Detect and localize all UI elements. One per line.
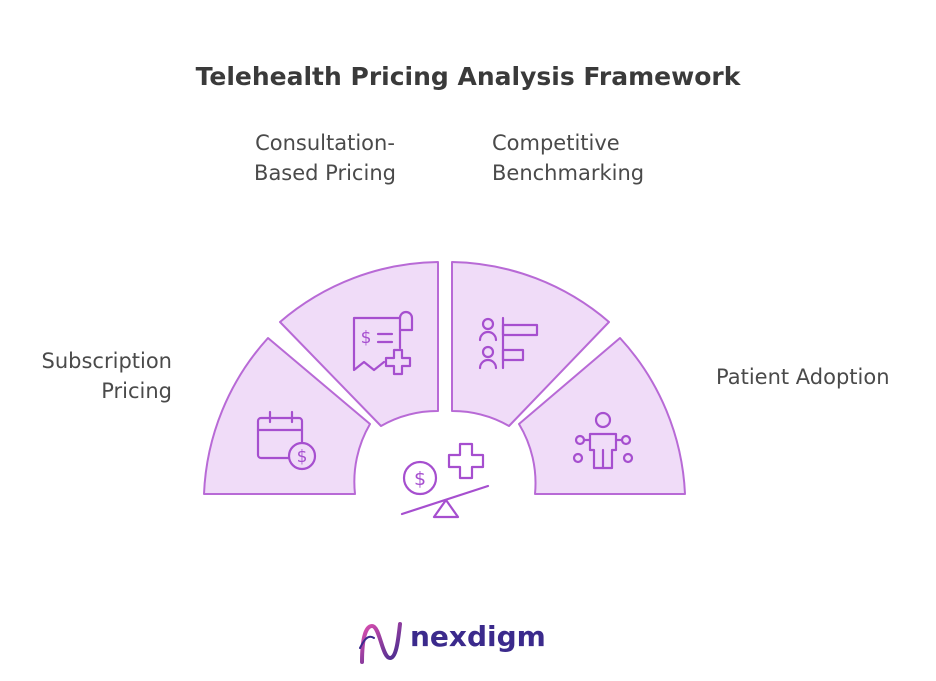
people-bar-chart-icon (478, 316, 539, 370)
svg-text:$: $ (361, 328, 372, 348)
page-title: Telehealth Pricing Analysis Framework (195, 62, 741, 91)
receipt-plus-icon: $ (352, 310, 414, 376)
segment-patient (518, 337, 686, 495)
person-network-icon (572, 411, 634, 470)
segment-competitive (451, 261, 610, 427)
label-patient-adoption: Patient Adoption (716, 365, 890, 389)
nexdigm-logo: nexdigm (356, 618, 556, 666)
logo-wordmark: nexdigm (410, 620, 546, 653)
calendar-dollar-icon: $ (256, 410, 317, 471)
segment-consultation (279, 261, 439, 427)
svg-text:$: $ (414, 468, 426, 490)
label-consultation-based-pricing: Consultation-Based Pricing (254, 131, 396, 185)
scale-dollar-plus-icon: $ (400, 442, 490, 519)
nexdigm-wave-icon (359, 622, 402, 664)
segment-subscription (203, 337, 371, 495)
svg-text:$: $ (297, 447, 308, 467)
